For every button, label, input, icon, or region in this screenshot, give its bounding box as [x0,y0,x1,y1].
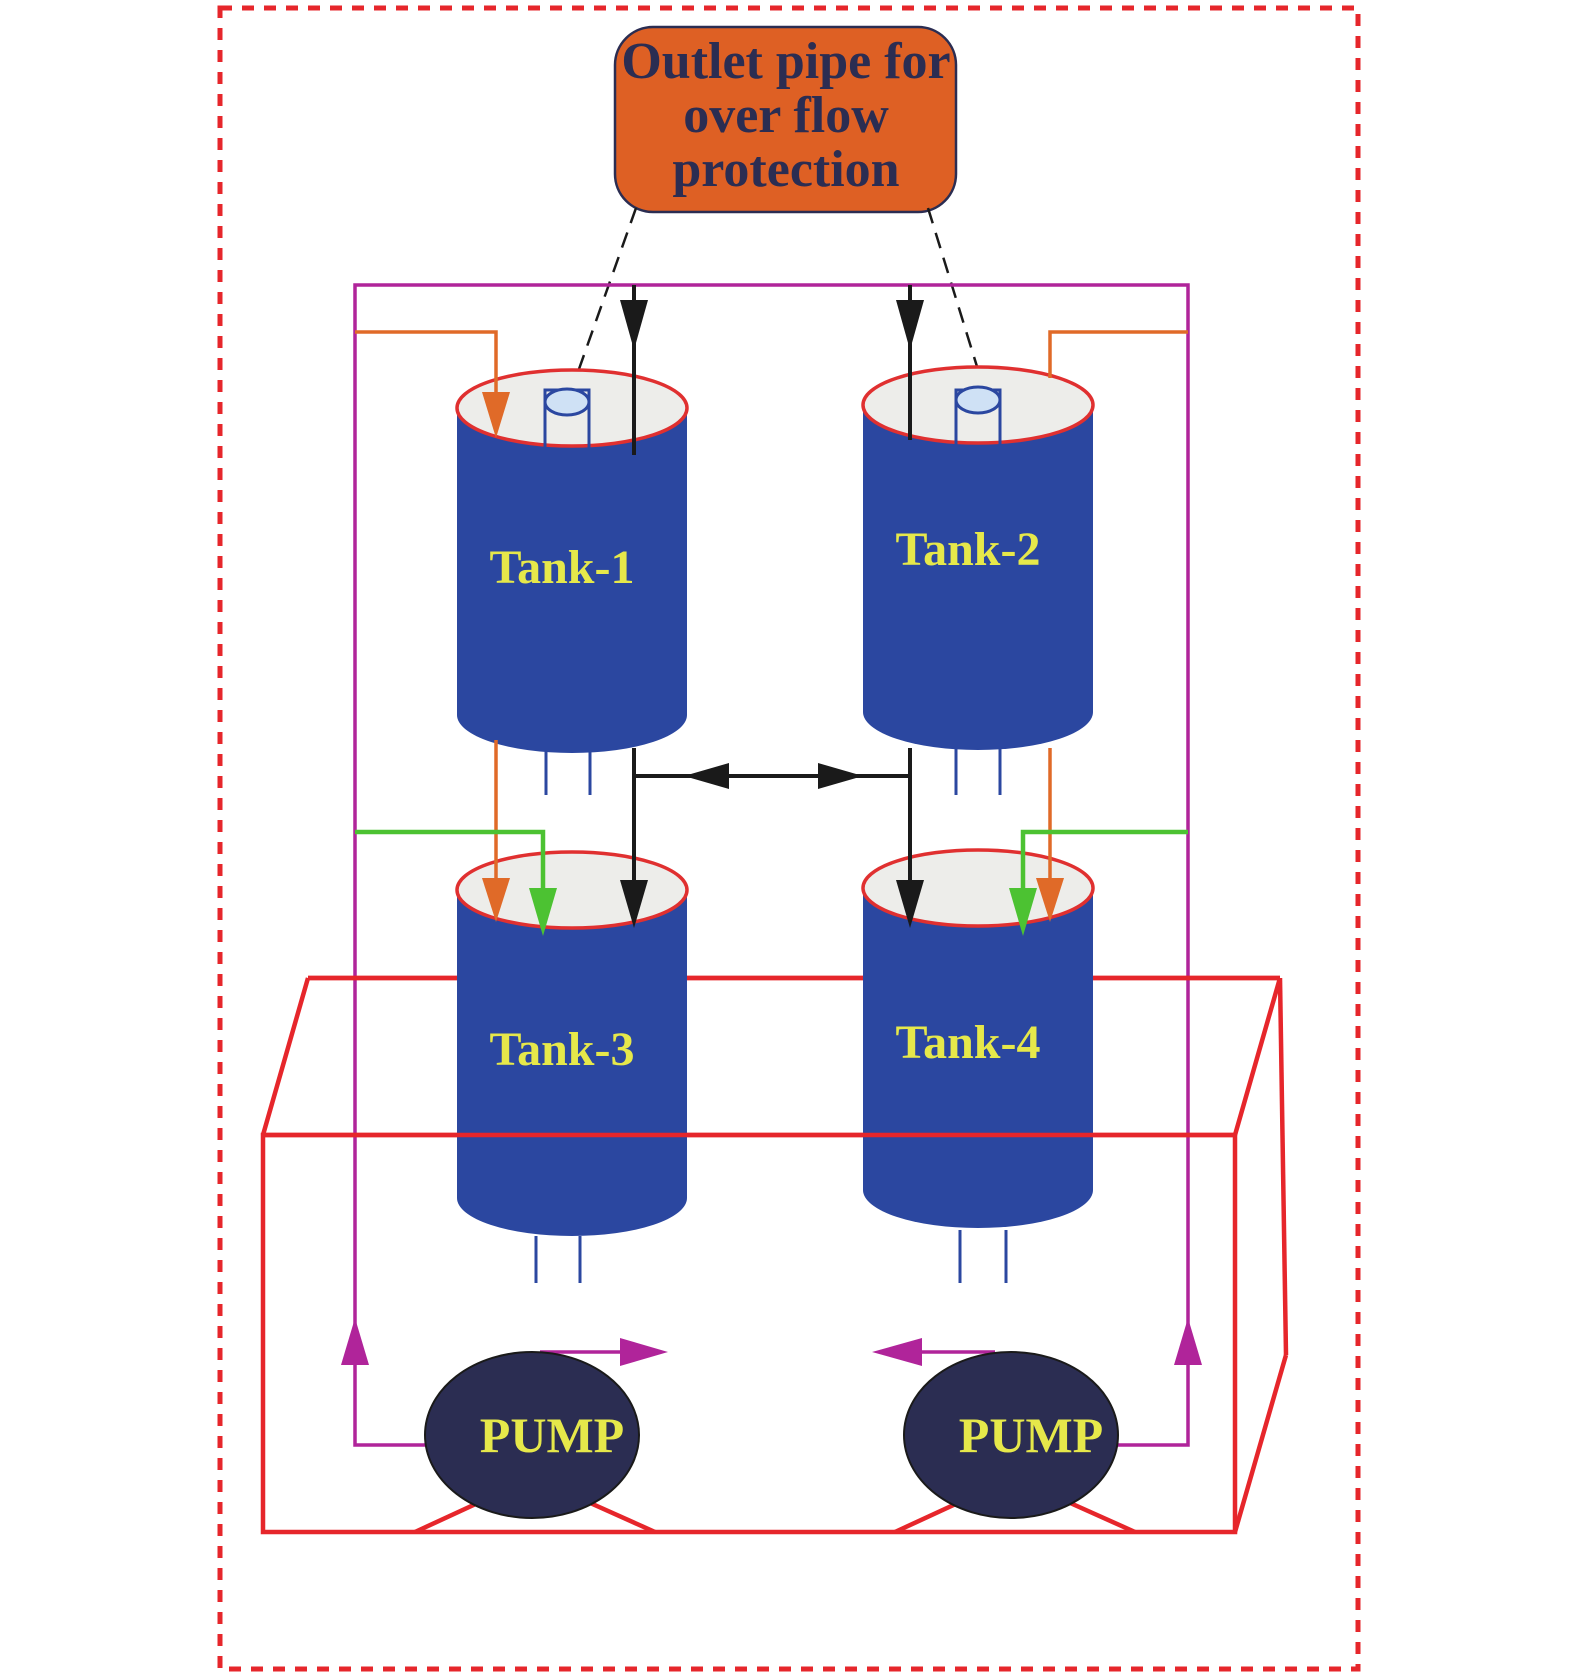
tank-3-label: Tank-3 [490,1023,635,1076]
tank-2-label: Tank-2 [896,523,1041,576]
tank-4-label: Tank-4 [896,1016,1041,1069]
outer-boundary [217,5,1361,1672]
tank-1: Tank-1 [455,368,689,795]
outlet-label-line3: protection [672,141,899,198]
pump-right: PUMP [903,1351,1119,1519]
green-pipe-to-tank-3 [355,829,546,890]
tank-3: Tank-3 [455,850,689,1283]
outlet-label-line1: Outlet pipe for [621,33,950,90]
pump-right-label: PUMP [959,1407,1103,1463]
sump-base-box [260,977,1289,1535]
green-pipe-to-tank-4 [1020,829,1188,890]
pump-left-label: PUMP [480,1407,624,1463]
overflow-dashed-arrow-left [570,207,638,388]
orange-pipe-to-tank-2 [1048,330,1188,378]
outlet-pipe-box: Outlet pipe for over flow protection [613,25,958,214]
orange-pipe-to-tank-1 [355,330,498,395]
overflow-dashed-arrow-right [926,207,987,388]
tank-2: Tank-2 [861,365,1095,795]
pump-left: PUMP [424,1351,640,1519]
magenta-return-pipe [353,283,1190,1310]
outlet-label-line2: over flow [683,87,889,144]
tank-4: Tank-4 [861,848,1095,1283]
tank-1-label: Tank-1 [490,541,635,594]
